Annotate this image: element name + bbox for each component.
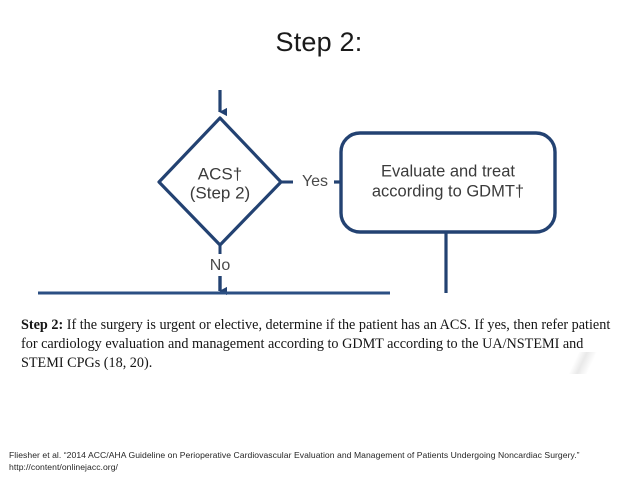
- caption-lead: Step 2:: [21, 317, 64, 333]
- caption-line2: evaluation and management according to G…: [21, 336, 584, 371]
- flowchart-svg: ACS† (Step 2) Yes Evaluate and treat acc…: [38, 90, 557, 296]
- decision-label-line2: (Step 2): [190, 183, 250, 202]
- citation-reference: Fliesher et al. “2014 ACC/AHA Guideline …: [9, 450, 580, 460]
- caption-line1-rest: If the surgery is urgent or elective, de…: [21, 317, 611, 352]
- action-box: [339, 131, 557, 234]
- action-label-line2: according to GDMT†: [372, 182, 524, 200]
- page-title: Step 2:: [275, 27, 363, 57]
- action-label-line1: Evaluate and treat: [381, 162, 515, 180]
- no-edge-label: No: [210, 257, 231, 274]
- source-citation: Fliesher et al. “2014 ACC/AHA Guideline …: [9, 450, 629, 473]
- citation-url[interactable]: http://content/onlinejacc.org/: [9, 461, 118, 472]
- flowchart-figure: ACS† (Step 2) Yes Evaluate and treat acc…: [0, 88, 638, 306]
- decision-label-line1: ACS†: [198, 164, 242, 183]
- yes-edge-label: Yes: [302, 173, 328, 190]
- figure-caption: Step 2: If the surgery is urgent or elec…: [21, 316, 621, 373]
